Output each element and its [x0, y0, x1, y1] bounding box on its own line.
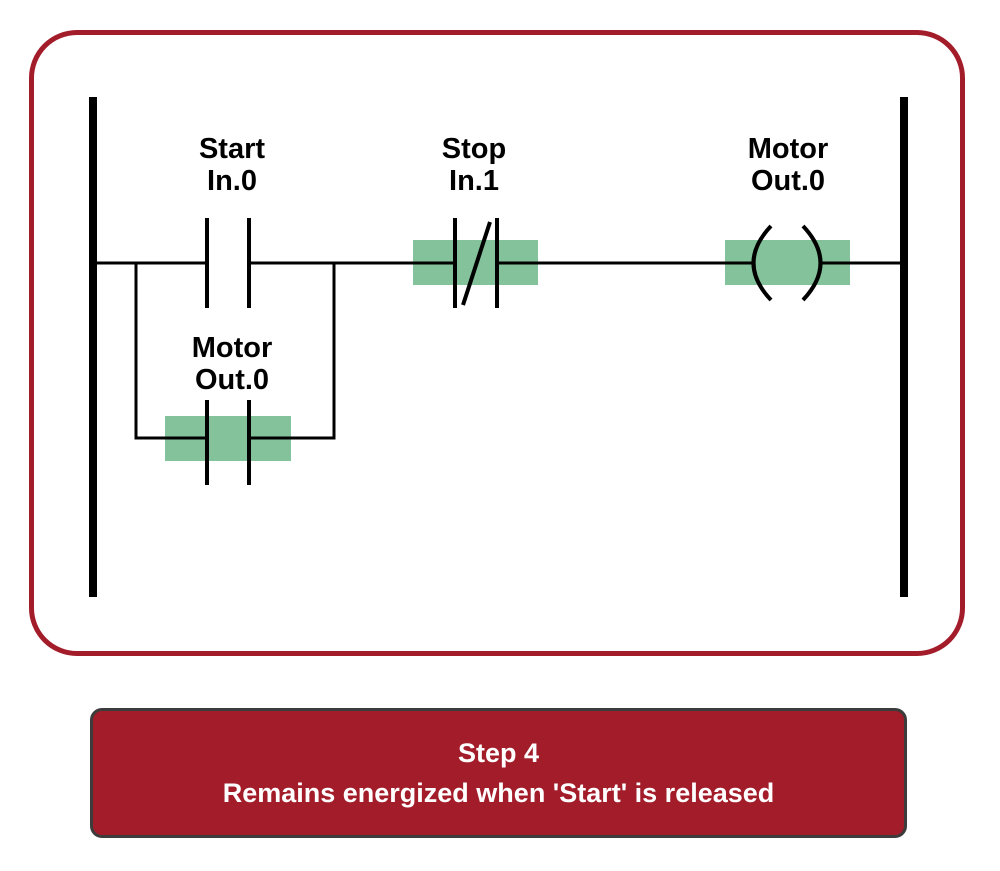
stop-contact-name: Stop: [442, 133, 506, 165]
start-contact-address: In.0: [207, 165, 257, 197]
output-coil-address: Out.0: [751, 165, 825, 197]
caption-step: Step 4: [457, 738, 540, 768]
output-coil-name: Motor: [748, 133, 829, 165]
diagram-frame: [29, 30, 965, 656]
seal-contact: [205, 400, 251, 485]
seal-contact-name: Motor: [192, 332, 273, 364]
stop-contact: [453, 218, 499, 308]
output-coil: [751, 224, 823, 302]
stop-contact-address: In.1: [449, 165, 499, 197]
start-contact: [205, 218, 251, 308]
caption-description: Remains energized when 'Start' is releas…: [222, 778, 775, 808]
caption-box: Step 4 Remains energized when 'Start' is…: [90, 708, 907, 838]
seal-contact-address: Out.0: [195, 364, 269, 396]
rung-wires: [93, 261, 904, 440]
start-contact-name: Start: [199, 133, 265, 165]
